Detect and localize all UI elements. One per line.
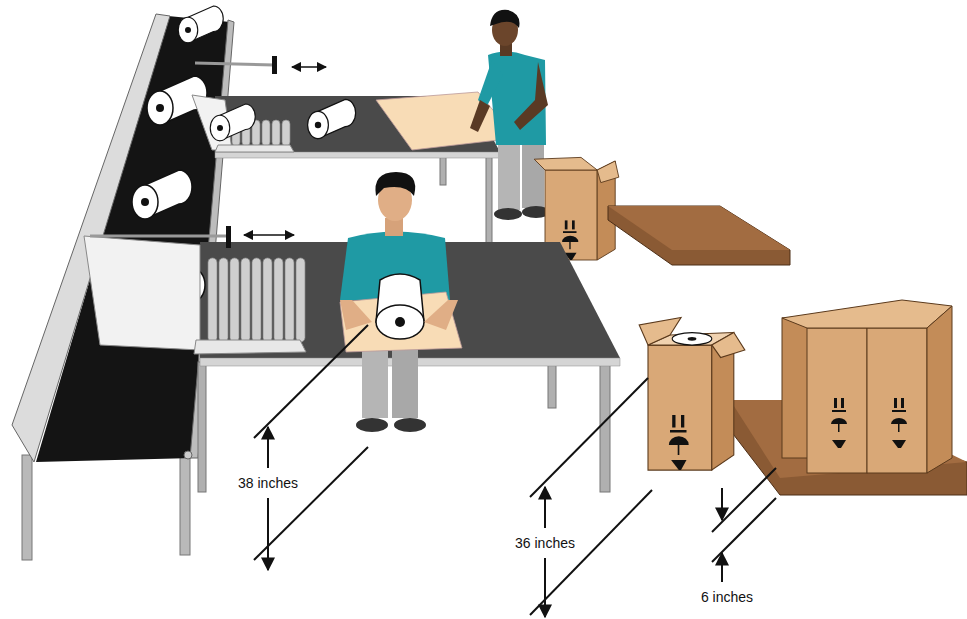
pusher-arm [90,235,228,238]
hand [424,300,458,330]
dimension-label: 38 inches [236,474,300,492]
roller-bed [208,258,305,342]
dimension-label: 36 inches [513,534,577,552]
shipping-box [639,318,745,471]
paper-roll [178,6,223,43]
paper-roll [132,170,192,219]
table-leg [600,362,610,492]
chute-lip [215,145,294,152]
table-leg [548,360,556,408]
paper-roll [210,104,255,141]
dimension-lines [254,325,776,617]
paper-roll [308,99,356,138]
box-stack [782,300,952,473]
table-edge [215,152,500,158]
chute [84,236,200,350]
pusher-handle [272,56,277,74]
pusher-handle [226,226,231,248]
conveyor-leg [22,455,32,560]
pallet [608,206,790,265]
conveyor-leg [180,455,190,555]
worker [470,10,550,220]
dimension-label: 6 inches [699,588,755,606]
table-leg [486,155,492,250]
paper-roll [376,274,424,339]
pallet-top [608,206,790,250]
conveyor-pulley [184,451,192,459]
table-leg [440,155,446,185]
motion-arrow [244,234,294,236]
pusher-arm [195,63,274,65]
table-leg [198,362,206,492]
chute-lip [194,340,306,354]
motion-arrow [292,66,326,68]
